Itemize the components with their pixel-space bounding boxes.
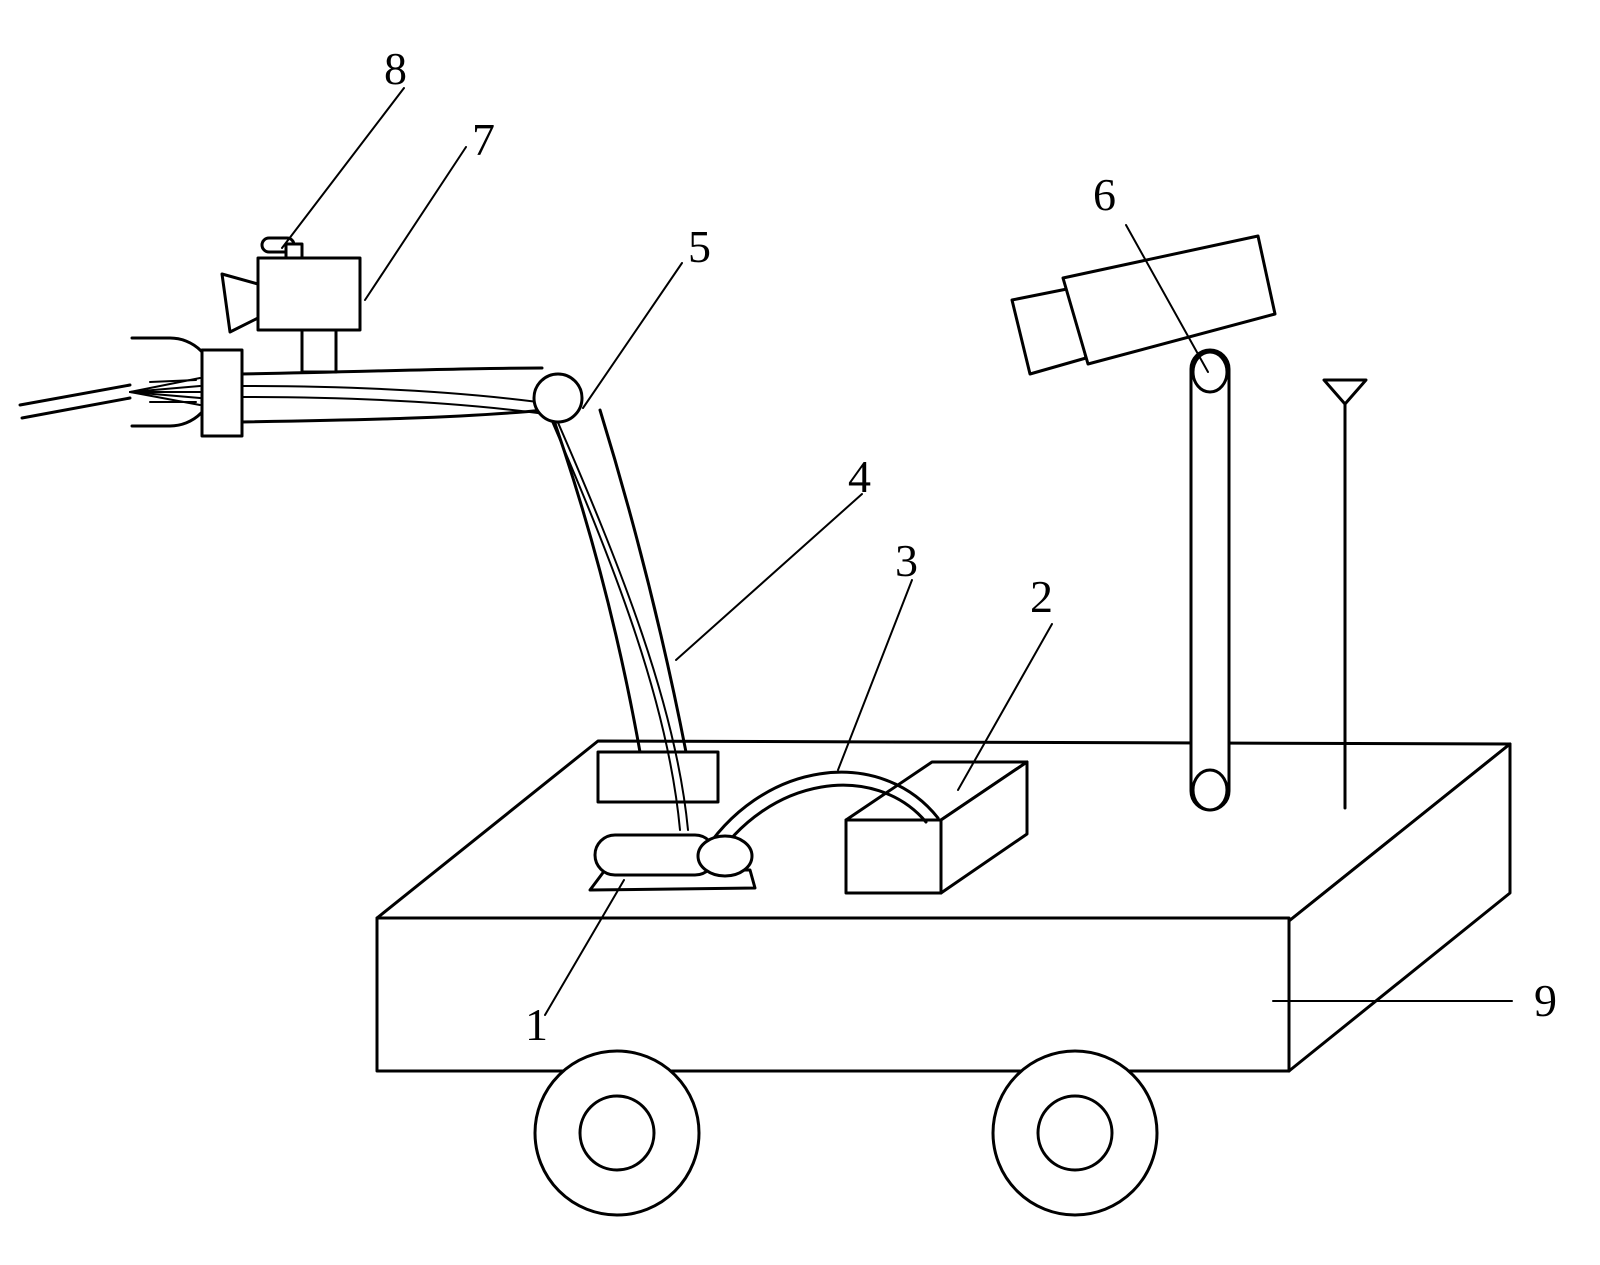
mast-top-joint: [1191, 350, 1229, 394]
label-3: 3: [895, 535, 918, 586]
mast-bottom-joint: [1191, 768, 1229, 812]
mast-pole: [1189, 348, 1231, 812]
hose: [698, 770, 940, 866]
leader-3: [837, 579, 913, 771]
leader-lines: [281, 87, 1513, 1016]
label-1: 1: [525, 999, 548, 1050]
wheel-right-hub: [1036, 1094, 1114, 1172]
wheel-left-hub: [578, 1094, 656, 1172]
reference-numerals: 1 2 3 4 5 6 7 8 9: [384, 43, 1557, 1050]
mast-camera-body: [1061, 234, 1277, 366]
control-box-front: [844, 818, 943, 895]
antenna-tip: [1322, 378, 1368, 406]
spray-nozzle-assembly: [18, 336, 244, 438]
arm-upper-link: [239, 366, 561, 424]
label-8: 8: [384, 43, 407, 94]
arm-light-base: [284, 242, 304, 260]
leader-4: [675, 493, 863, 661]
arm-lower-link: [543, 393, 689, 831]
label-9: 9: [1534, 975, 1557, 1026]
arm-camera-body: [256, 256, 362, 332]
leader-5: [582, 262, 683, 409]
control-box: [844, 760, 1029, 895]
leader-8: [281, 87, 405, 249]
camera-mast: [1010, 234, 1277, 812]
elbow-joint: [532, 372, 584, 424]
arm-camera-lens: [220, 272, 260, 334]
antenna: [1322, 378, 1368, 810]
leader-7: [364, 146, 467, 301]
label-4: 4: [848, 451, 871, 502]
arm-camera-mount: [300, 326, 338, 374]
spray-jet: [129, 377, 201, 406]
cart-wheels: [533, 1049, 1159, 1217]
leader-1: [544, 879, 625, 1016]
nozzle-hose: [18, 383, 132, 407]
cart-front-face: [375, 916, 1291, 1073]
leader-6: [1125, 224, 1209, 373]
label-2: 2: [1030, 571, 1053, 622]
arm-camera: [220, 256, 362, 374]
pump-motor: [588, 833, 757, 892]
leader-2: [957, 623, 1053, 791]
label-7: 7: [472, 114, 495, 165]
pump-end-cap: [696, 834, 754, 878]
arm-base-block: [596, 750, 720, 804]
label-5: 5: [688, 221, 711, 272]
nozzle-clamp: [200, 348, 244, 438]
label-6: 6: [1093, 169, 1116, 220]
